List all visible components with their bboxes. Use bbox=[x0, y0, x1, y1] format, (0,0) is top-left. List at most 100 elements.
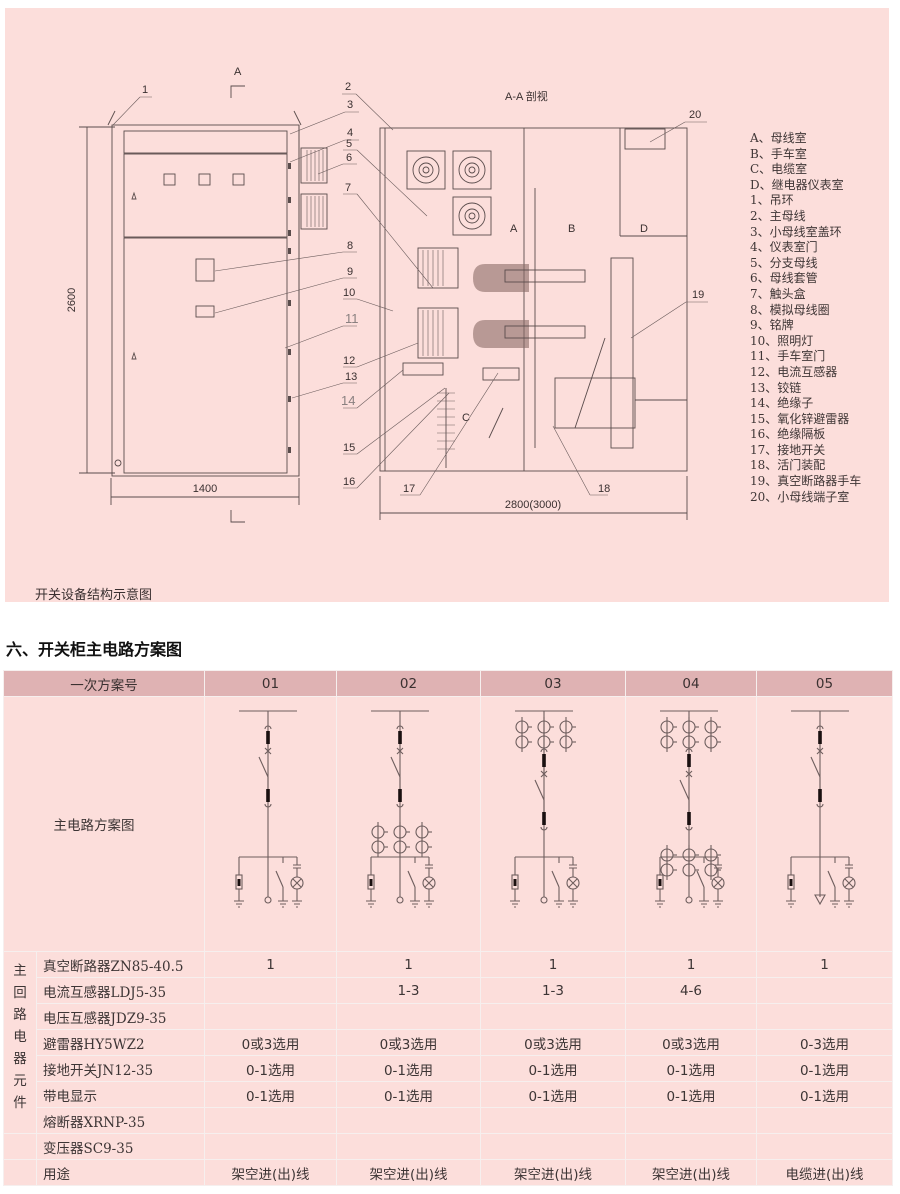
table-cell: 0-1选用 bbox=[480, 1081, 626, 1108]
circuit-diagram-03 bbox=[509, 710, 580, 908]
cable-terminal-icon bbox=[539, 896, 548, 904]
legend-item: 14、绝缘子 bbox=[750, 396, 814, 411]
callout-13: 13 bbox=[345, 371, 357, 383]
capacitor-icon bbox=[568, 864, 577, 869]
legend-item: B、手车室 bbox=[750, 146, 807, 161]
table-cell: 0或3选用 bbox=[336, 1029, 481, 1056]
plug-contact-icon bbox=[395, 803, 404, 808]
table-row: 用途架空进(出)线架空进(出)线架空进(出)线架空进(出)线电缆进(出)线 bbox=[3, 1159, 893, 1186]
table-cell: 电缆进(出)线 bbox=[756, 1159, 893, 1186]
breaker-contact bbox=[541, 754, 546, 767]
callout-7: 7 bbox=[345, 182, 351, 194]
legend-item: 18、活门装配 bbox=[750, 458, 826, 473]
section-view-title: A-A 剖视 bbox=[505, 89, 548, 103]
table-cell bbox=[756, 977, 893, 1004]
circuit-diagram-02 bbox=[365, 710, 436, 908]
compartment-a: A bbox=[510, 223, 518, 235]
ground-icon bbox=[785, 900, 796, 908]
width-dimension: 1400 bbox=[193, 483, 217, 495]
ground-icon bbox=[233, 900, 244, 908]
cable-terminal-icon bbox=[684, 896, 693, 904]
row-label: 接地开关JN12-35 bbox=[36, 1055, 205, 1082]
legend-item: 1、吊环 bbox=[750, 193, 794, 208]
arrester-core bbox=[658, 879, 661, 886]
callout-6: 6 bbox=[346, 152, 352, 164]
ground-icon bbox=[423, 900, 434, 908]
table-cell bbox=[336, 1003, 481, 1030]
circuit-diagram-05 bbox=[785, 710, 856, 908]
nameplate bbox=[195, 305, 215, 318]
compartment-c: C bbox=[462, 412, 470, 424]
breaker-switch-blade bbox=[533, 779, 545, 801]
breaker-contact bbox=[397, 789, 402, 802]
callout-15: 15 bbox=[343, 442, 355, 454]
table-cell: 0-1选用 bbox=[204, 1055, 337, 1082]
capacitor-icon bbox=[424, 864, 433, 869]
legend-item: 15、氧化锌避雷器 bbox=[750, 411, 850, 426]
table-header-row: 一次方案号 01 02 03 04 05 bbox=[3, 670, 893, 697]
breaker-contact bbox=[397, 731, 402, 744]
depth-dimension: 2800(3000) bbox=[505, 499, 561, 511]
table-cell: 0-1选用 bbox=[336, 1055, 481, 1082]
table-cell bbox=[625, 1003, 757, 1030]
row-label: 带电显示 bbox=[36, 1081, 205, 1108]
table-cell: 0-1选用 bbox=[625, 1081, 757, 1108]
legend-item: 3、小母线室盖环 bbox=[750, 224, 842, 239]
ground-icon bbox=[509, 900, 520, 908]
ground-icon bbox=[567, 900, 578, 908]
table-cell: 0-1选用 bbox=[756, 1055, 893, 1082]
ground-icon bbox=[291, 900, 302, 908]
row-label: 真空断路器ZN85-40.5 bbox=[36, 951, 205, 978]
circuit-diagram-04 bbox=[654, 710, 725, 908]
compartment-d: D bbox=[640, 223, 648, 235]
row-label: 电压互感器JDZ9-35 bbox=[36, 1003, 205, 1030]
legend-item: 5、分支母线 bbox=[750, 255, 818, 270]
ground-icon bbox=[553, 900, 564, 908]
table-cell: 4-6 bbox=[625, 977, 757, 1004]
earth-switch-blade bbox=[826, 870, 836, 888]
breaker-switch-blade bbox=[389, 756, 401, 778]
group-label-char: 器 bbox=[13, 1051, 27, 1067]
callout-4: 4 bbox=[347, 127, 353, 139]
table-cell: 1 bbox=[625, 951, 757, 978]
table-cell: 1-3 bbox=[480, 977, 626, 1004]
callout-12: 12 bbox=[343, 355, 355, 367]
row-label: 用途 bbox=[36, 1159, 205, 1186]
callout-9: 9 bbox=[347, 266, 353, 278]
front-view: 2600 1400 A bbox=[66, 66, 328, 523]
table-cell bbox=[204, 1107, 337, 1134]
table-cell: 0-1选用 bbox=[480, 1055, 626, 1082]
table-cell bbox=[480, 1133, 626, 1160]
legend-item: C、电缆室 bbox=[750, 162, 808, 177]
door-handle-icon bbox=[131, 351, 137, 360]
table-cell: 1 bbox=[204, 951, 337, 978]
table-cell: 1 bbox=[336, 951, 481, 978]
table-cell bbox=[480, 1107, 626, 1134]
plug-contact-icon bbox=[263, 803, 272, 808]
legend-item: 6、母线套管 bbox=[750, 271, 818, 286]
table-cell bbox=[756, 1003, 893, 1030]
trolley-door bbox=[123, 237, 288, 474]
breaker-contact bbox=[265, 731, 270, 744]
diagram-row-label: 主电路方案图 bbox=[3, 696, 205, 952]
lamp-cross bbox=[568, 878, 577, 888]
legend-item: D、继电器仪表室 bbox=[750, 177, 844, 192]
top-cover bbox=[123, 130, 288, 154]
legend-item: 10、照明灯 bbox=[750, 333, 814, 348]
ground-mark-icon bbox=[114, 459, 122, 467]
row-label: 避雷器HY5WZ2 bbox=[36, 1029, 205, 1056]
breaker-contact bbox=[817, 731, 822, 744]
callout-numbers: 1 2 3 4 5 6 7 8 9 10 11 12 13 14 15 16 1… bbox=[142, 81, 704, 495]
meter-window bbox=[163, 173, 176, 186]
group-label-char: 件 bbox=[13, 1095, 27, 1111]
arrester-core bbox=[237, 879, 240, 886]
group-label-char: 电 bbox=[13, 1029, 27, 1045]
plug-contact-icon bbox=[395, 725, 404, 730]
table-cell: 0或3选用 bbox=[480, 1029, 626, 1056]
breaker-contact bbox=[265, 789, 270, 802]
table-cell bbox=[756, 1133, 893, 1160]
